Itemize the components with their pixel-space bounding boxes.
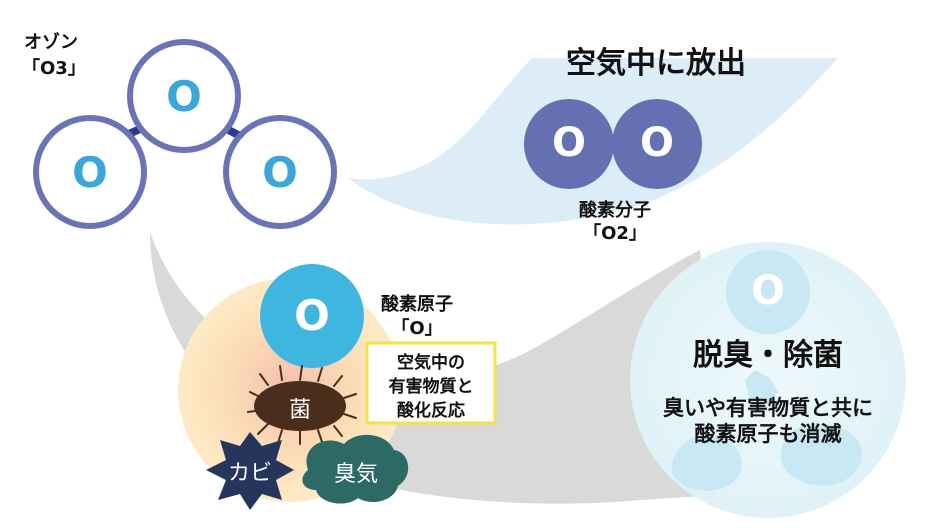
o2-atom-left-label: O	[551, 120, 586, 166]
reaction-box-line-1: 空気中の	[397, 353, 465, 373]
result-line-1: 臭いや有害物質と共に	[663, 396, 873, 420]
ozone-atom-left-label: O	[72, 148, 108, 197]
o2-name: 酸素分子	[579, 200, 651, 221]
reaction-box-line-2: 有害物質と	[388, 377, 474, 397]
reaction-box-line-3: 酸化反応	[397, 401, 465, 421]
oxygen-atom-name: 酸素原子	[381, 294, 453, 315]
o2-atom-right-label: O	[639, 120, 674, 166]
mold-label: カビ	[227, 461, 272, 486]
mold-icon	[206, 432, 294, 510]
o2-atom-right	[612, 99, 702, 189]
ozone-formula: 「O3」	[22, 58, 86, 79]
odor-icon	[302, 434, 409, 504]
ozone-name: オゾン	[24, 32, 78, 53]
oxygen-atom-label: O	[294, 291, 330, 340]
reaction-box	[365, 341, 497, 425]
ozone-atom-top	[127, 39, 241, 153]
ozone-atom-left	[33, 115, 147, 229]
bacteria-icon	[247, 365, 357, 445]
odor-label: 臭気	[333, 462, 378, 487]
o2-formula: 「O2」	[583, 223, 647, 244]
oxygen-atom-formula: 「O」	[391, 318, 443, 339]
o2-atom-left	[524, 99, 614, 189]
release-title: 空気中に放出	[566, 46, 746, 81]
ozone-atom-right-label: O	[262, 148, 298, 197]
ozone-molecule	[33, 39, 337, 229]
faded-atom-label: O	[750, 268, 785, 314]
faded-particles	[671, 250, 862, 491]
bacteria-label: 菌	[288, 398, 311, 423]
oxygen-atom	[260, 264, 364, 368]
result-title: 脱臭・除菌	[693, 338, 843, 373]
result-line-2: 酸素原子も消滅	[694, 422, 842, 446]
ozone-atom-top-label: O	[166, 72, 202, 121]
ozone-atom-right	[223, 115, 337, 229]
